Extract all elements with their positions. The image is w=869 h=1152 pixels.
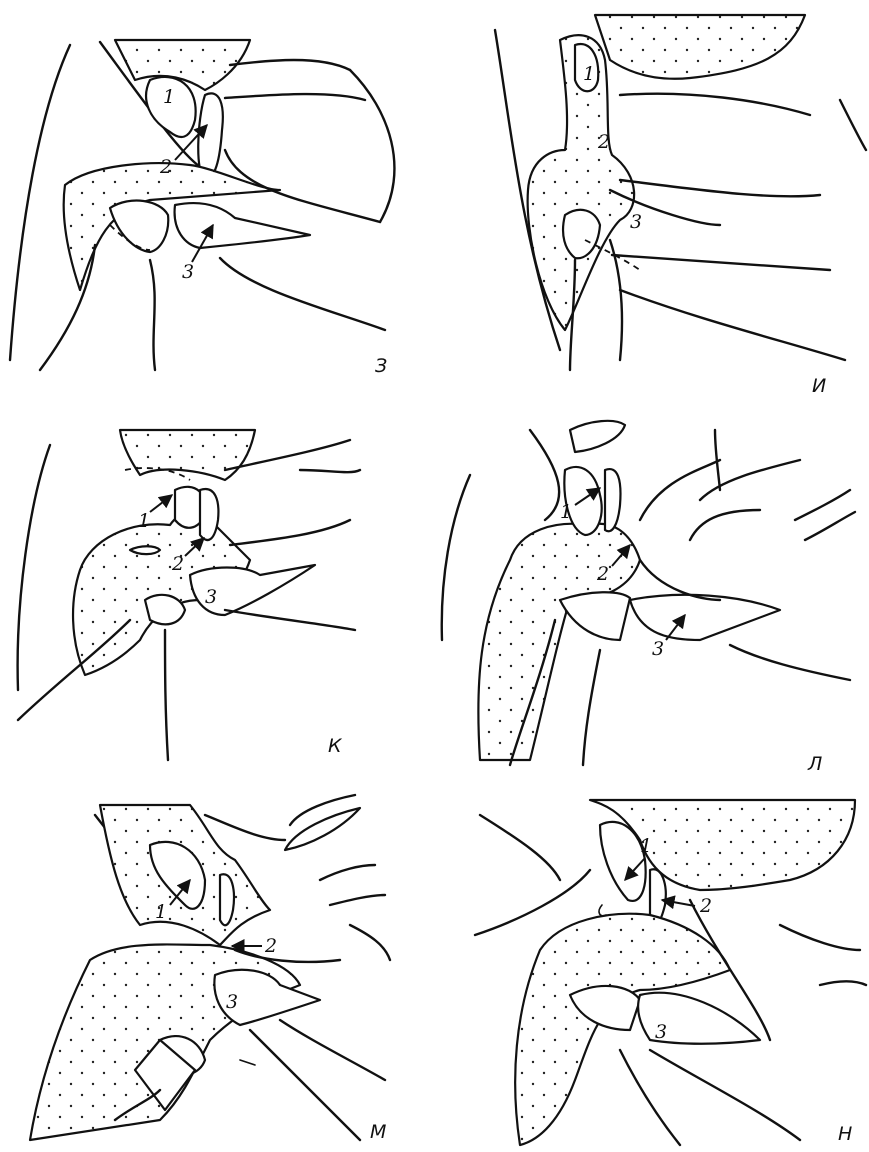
panel-m: 1 2 3 М bbox=[30, 795, 390, 1143]
panel-n: 1 2 3 Н bbox=[475, 800, 866, 1145]
panel-l-part-1: 1 bbox=[560, 501, 572, 523]
panel-i-part-1: 1 bbox=[583, 63, 595, 85]
panel-i-part-2: 2 bbox=[597, 131, 610, 153]
panel-m-part-1: 1 bbox=[155, 901, 167, 923]
panel-z-label: З bbox=[375, 355, 387, 377]
panel-m-part-2: 2 bbox=[264, 935, 277, 957]
panel-n-part-3: 3 bbox=[655, 1021, 667, 1043]
panel-l-part-3: 3 bbox=[652, 638, 664, 660]
panel-l-label: Л bbox=[807, 753, 822, 775]
panel-z-part-3: 3 bbox=[182, 261, 194, 283]
panel-k-part-3: 3 bbox=[205, 586, 217, 608]
panel-n-label: Н bbox=[838, 1123, 852, 1145]
panel-m-label: М bbox=[370, 1121, 386, 1143]
panel-l: 1 2 3 Л bbox=[442, 421, 855, 775]
panel-k: 1 2 3 К bbox=[18, 430, 360, 760]
panel-n-part-1: 1 bbox=[640, 835, 652, 857]
panel-z-part-2: 2 bbox=[159, 156, 172, 178]
panel-i: 1 2 3 И bbox=[495, 15, 866, 397]
panel-k-label: К bbox=[328, 735, 343, 757]
panel-l-part-2: 2 bbox=[596, 563, 609, 585]
panel-i-label: И bbox=[812, 375, 826, 397]
panel-k-arrow-1 bbox=[150, 495, 172, 512]
panel-k-part-1: 1 bbox=[138, 510, 150, 532]
panel-i-part-3: 3 bbox=[630, 211, 642, 233]
panel-n-part-2: 2 bbox=[699, 895, 712, 917]
panel-z-part-1: 1 bbox=[163, 86, 175, 108]
panel-m-part-3: 3 bbox=[226, 991, 238, 1013]
panel-k-part-2: 2 bbox=[171, 553, 184, 575]
panel-z: 1 2 3 З bbox=[10, 40, 394, 377]
